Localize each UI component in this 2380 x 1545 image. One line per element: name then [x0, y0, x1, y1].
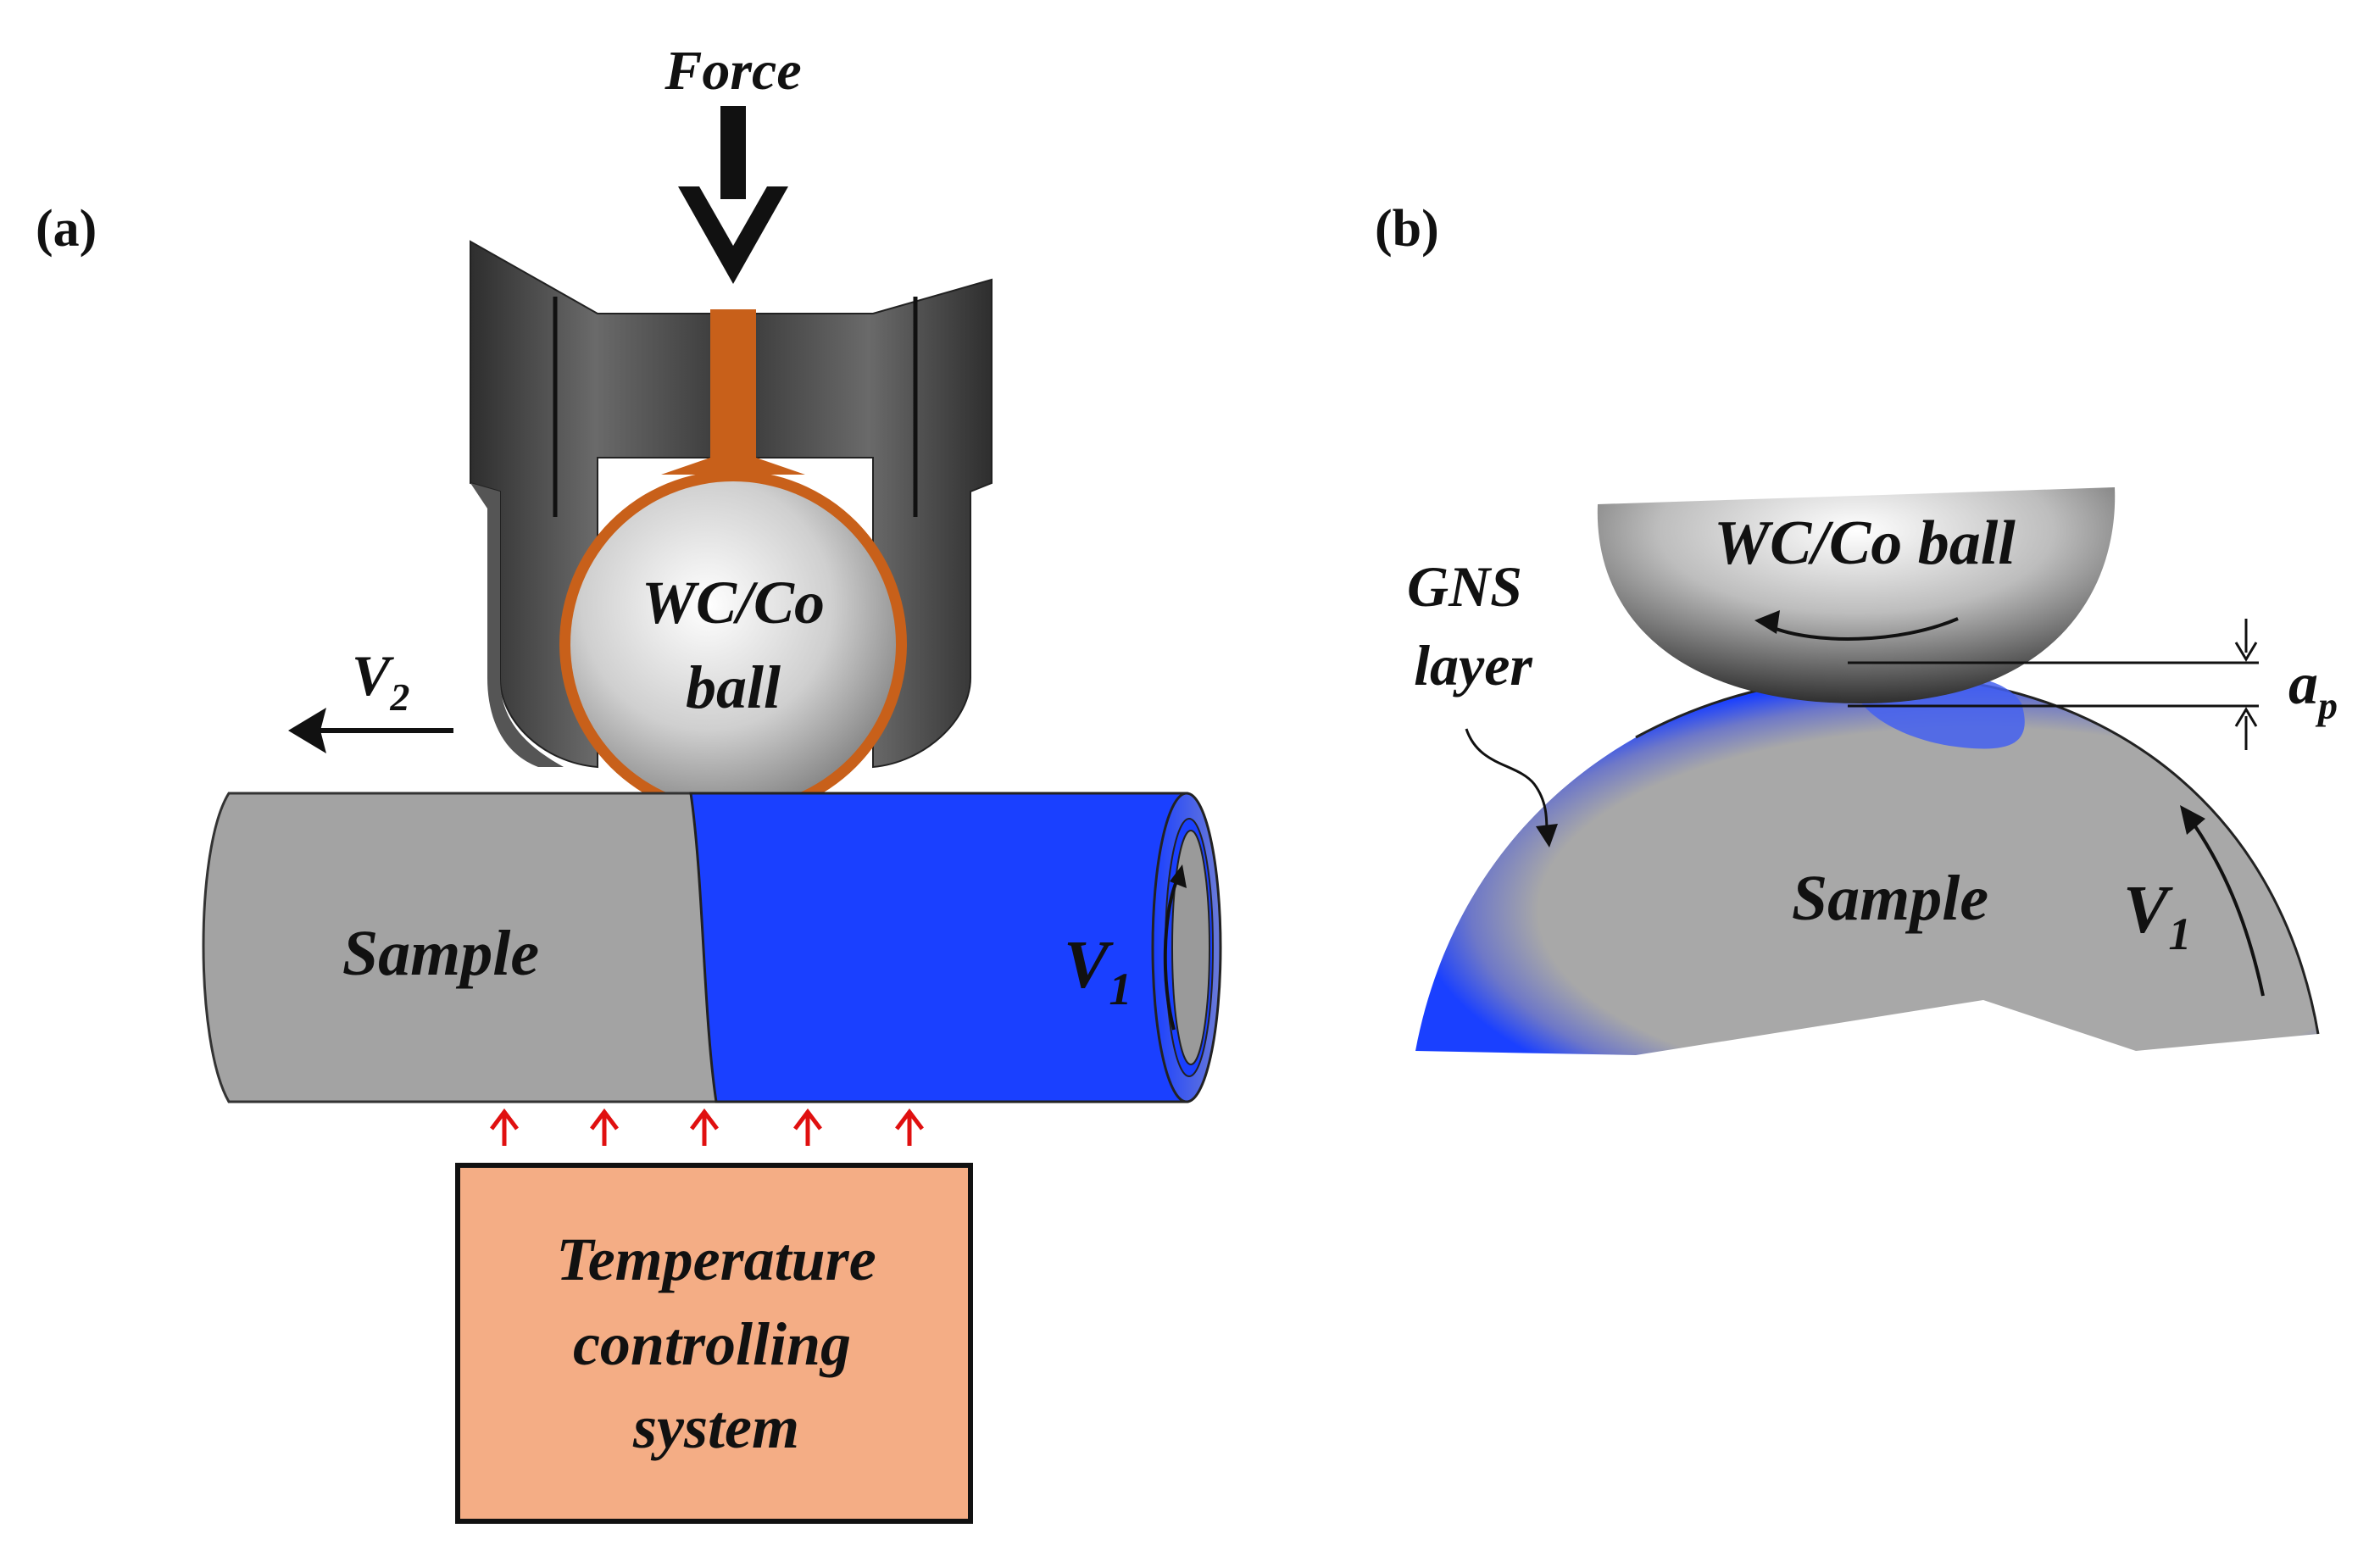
- wc-co-ball-a: [559, 470, 907, 818]
- panel-a-label: (a): [36, 200, 97, 258]
- gns-label-line1: GNS: [1407, 554, 1522, 619]
- depth-indicator: [1848, 619, 2259, 750]
- v2-arrow: [288, 708, 453, 753]
- wc-co-ball-b: [1597, 487, 2116, 703]
- v1-label-b: V1: [2123, 873, 2191, 959]
- heat-arrows: [490, 1108, 924, 1146]
- ball-label-line1: WC/Co: [642, 569, 825, 636]
- gns-pointer: [1465, 728, 1558, 848]
- sample-cylinder: [202, 792, 1222, 1103]
- ball-label-line2: ball: [686, 653, 781, 721]
- sample-label-b: Sample: [1792, 863, 1988, 934]
- gns-label-line2: layer: [1414, 633, 1532, 697]
- box-line1: Temperature: [556, 1225, 876, 1293]
- temperature-control-box: [455, 1163, 973, 1524]
- v1-label-a: V1: [1064, 928, 1132, 1014]
- box-line2: controlling: [573, 1310, 851, 1378]
- v1-arrow-b: [2180, 805, 2265, 997]
- tool-holder: [470, 240, 993, 769]
- sample-label-a: Sample: [342, 918, 539, 989]
- ball-label-b: WC/Co ball: [1714, 509, 2016, 578]
- v2-label: V2: [352, 643, 409, 719]
- force-arrow: [678, 106, 788, 284]
- panel-b-label: (b): [1375, 200, 1439, 258]
- ball-rotation-arrow: [1754, 610, 1959, 641]
- force-label: Force: [664, 40, 801, 102]
- ap-label: ap: [2288, 652, 2338, 727]
- box-line3: system: [632, 1393, 799, 1461]
